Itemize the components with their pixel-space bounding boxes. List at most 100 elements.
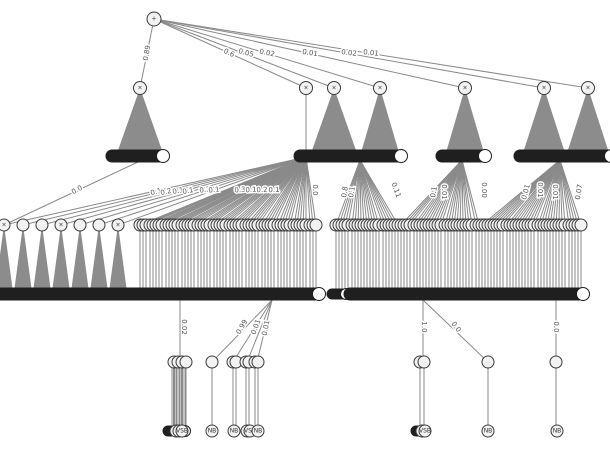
branch-node[interactable] — [35, 218, 49, 232]
subtree-node[interactable] — [481, 355, 495, 369]
root-node[interactable]: + — [146, 11, 162, 27]
subtree-layer — [0, 88, 610, 292]
branch-node[interactable] — [73, 218, 87, 232]
first-level-node[interactable]: × — [299, 81, 313, 95]
branch-node-circle — [35, 218, 49, 232]
subtree-cone — [0, 225, 13, 292]
subtree-node[interactable] — [205, 355, 219, 369]
lower-edge — [256, 299, 273, 363]
branch-node[interactable] — [16, 218, 30, 232]
subtree-node-circle — [417, 355, 431, 369]
root-branch-edge — [153, 18, 307, 89]
subtree-cone — [90, 225, 108, 292]
fan-edge-label: 0.01 — [440, 184, 448, 200]
root-branch-edge — [153, 18, 466, 89]
branch-node[interactable]: × — [54, 218, 68, 232]
first-level-node[interactable]: × — [327, 81, 341, 95]
fan-edge-label: 0.01 — [520, 183, 532, 200]
fan-edge-label: 0.0 — [311, 184, 319, 195]
subtree-cone — [445, 88, 485, 156]
fan-edge — [305, 156, 317, 226]
branch-node-label: × — [1, 222, 6, 229]
fan-edge — [3, 161, 139, 226]
subtree-node[interactable] — [179, 355, 193, 369]
fan-edge-label: 0.1 — [429, 186, 439, 198]
first-level-node[interactable]: × — [458, 81, 472, 95]
leaf-node-circle — [418, 424, 432, 438]
leaf-node-label: NB — [254, 428, 263, 435]
leaf-bar-end — [604, 149, 610, 163]
leaf-node[interactable]: NB — [251, 424, 265, 438]
leaf-node[interactable]: NB — [205, 424, 219, 438]
branch-node-circle — [111, 218, 125, 232]
branch-node-label: × — [115, 222, 120, 229]
leaf-node-circle — [481, 424, 495, 438]
leaf-node-circle — [205, 424, 219, 438]
lower-edge — [211, 299, 273, 363]
branch-node[interactable] — [574, 218, 588, 232]
branch-node-label: × — [58, 222, 63, 229]
fan-edge — [359, 159, 380, 226]
first-level-node[interactable]: × — [537, 81, 551, 95]
branch-node-circle — [54, 218, 68, 232]
branch-node-circle — [16, 218, 30, 232]
fan-edge-label: 0.1 — [268, 186, 279, 194]
subtree-node-circle — [179, 355, 193, 369]
leaf-node-circle — [175, 424, 189, 438]
leaf-node-label: NB — [208, 428, 217, 435]
lower-edge-label: 1.0 — [420, 321, 428, 332]
leaf-node[interactable]: NB — [227, 424, 241, 438]
fan-edge-label: 0.1 — [208, 185, 220, 194]
subtree-node[interactable] — [251, 355, 265, 369]
leaf-bar-end — [312, 287, 326, 301]
fan-edge-label: 0.01 — [536, 182, 544, 198]
fan-edge — [347, 159, 361, 226]
root-branch-edge — [153, 18, 335, 89]
leaf-node[interactable]: VSB — [175, 424, 189, 438]
leaf-node[interactable]: NB — [481, 424, 495, 438]
fan-edge — [22, 156, 307, 226]
branch-node[interactable]: × — [0, 218, 11, 232]
subtree-cone — [310, 88, 358, 156]
subtree-cone — [52, 225, 70, 292]
first-level-node[interactable]: × — [133, 81, 147, 95]
leaf-node-label: NB — [484, 428, 493, 435]
first-level-node-label: × — [585, 85, 590, 92]
lower-edge-label: 0.01 — [260, 320, 271, 337]
first-level-node[interactable]: × — [373, 81, 387, 95]
root-branch-edge — [153, 18, 545, 89]
branch-node[interactable]: × — [111, 218, 125, 232]
root-edge-label: 0.02 — [259, 47, 276, 58]
leaf-bar-end — [576, 287, 590, 301]
leaf-node[interactable]: VSB — [418, 424, 432, 438]
lower-edge-label: 0.02 — [180, 319, 188, 335]
subtree-cone — [14, 225, 32, 292]
fan-edge-label: 0.07 — [574, 184, 585, 201]
root-node-label: + — [151, 16, 156, 23]
leaf-bar-end — [156, 149, 170, 163]
first-level-node-circle — [581, 81, 595, 95]
first-level-node[interactable]: × — [581, 81, 595, 95]
subtree-node[interactable] — [417, 355, 431, 369]
branch-node[interactable] — [92, 218, 106, 232]
leaf-node[interactable]: NB — [550, 424, 564, 438]
root-edge-label: 0.6 — [222, 47, 236, 59]
root-edge-label: 0.01 — [363, 48, 379, 58]
leaf-node-label: VSB — [419, 428, 431, 435]
branch-node[interactable] — [309, 218, 323, 232]
lower-edge — [422, 299, 489, 363]
subtree-node[interactable] — [549, 355, 563, 369]
fan-edge — [273, 156, 307, 226]
branch-node-circle — [73, 218, 87, 232]
first-level-node-circle — [133, 81, 147, 95]
fan-edge — [257, 156, 307, 226]
subtree-cone — [360, 88, 400, 156]
fan-edge-label: 0.2 — [256, 186, 268, 195]
fan-edge — [117, 156, 307, 226]
leaf-node-label: NB — [230, 428, 239, 435]
lower-edge-label: 0.0 — [450, 320, 463, 334]
branch-node-circle — [309, 218, 323, 232]
branch-node-circle — [0, 218, 11, 232]
root-branch-edge — [153, 18, 589, 89]
